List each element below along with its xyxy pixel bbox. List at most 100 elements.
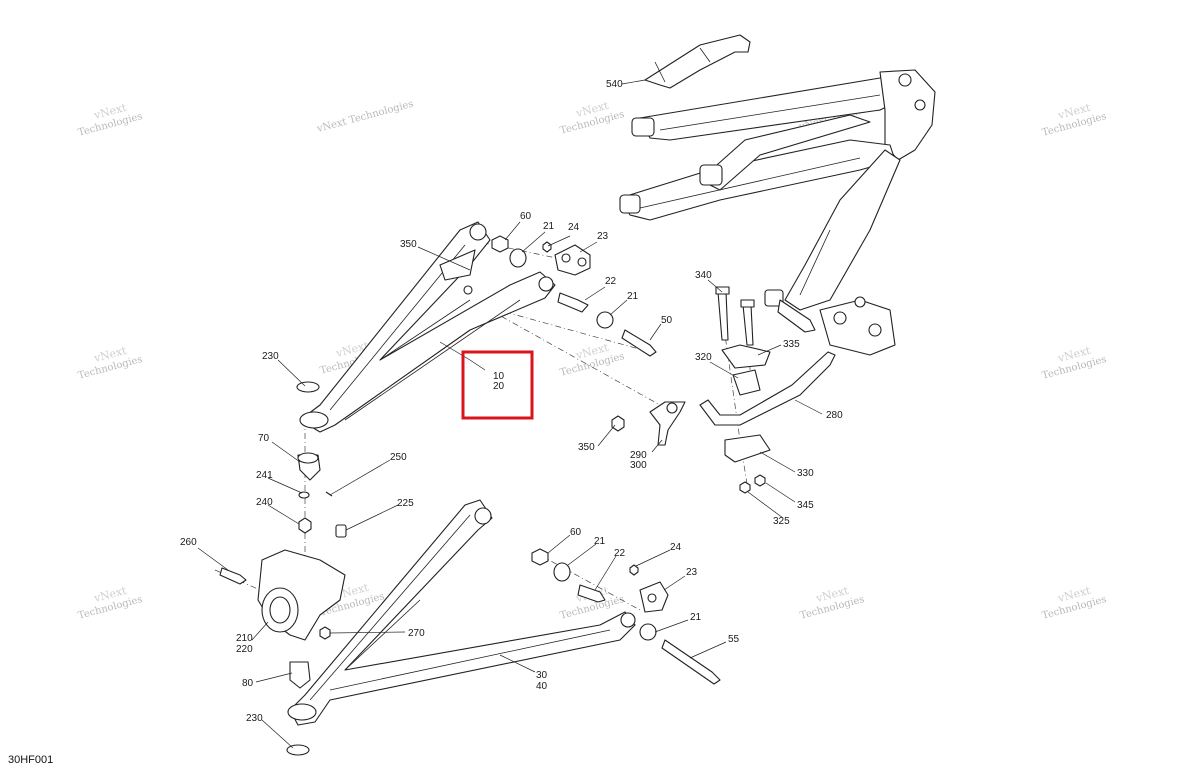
circlip-230b	[286, 744, 310, 756]
callout: 210	[236, 633, 253, 644]
watermark: vNext Technologies	[1041, 101, 1108, 139]
watermark: vNext Technologies	[1041, 344, 1108, 382]
circlip-230	[296, 381, 320, 393]
watermark: vNext Technologies	[77, 101, 144, 139]
watermark: vNext Technologies	[559, 341, 626, 379]
upper-a-arm-body	[299, 221, 556, 433]
nut-240	[298, 517, 312, 534]
frame-node	[879, 69, 936, 161]
bolt-55	[661, 639, 721, 685]
bolt-340	[717, 291, 729, 341]
bolt-50	[621, 329, 657, 357]
callout-highlight-line2: 20	[493, 381, 505, 392]
knuckle-assembly	[219, 381, 347, 756]
callout: 230	[246, 713, 263, 724]
callout: 250	[390, 452, 407, 463]
frame-cross-tube	[699, 114, 871, 191]
callout: 30	[536, 670, 548, 681]
spacer-225	[335, 524, 347, 538]
callout: 21	[594, 536, 606, 547]
clamp-330	[724, 434, 771, 463]
nut-24b	[629, 564, 639, 576]
nut-325	[739, 481, 751, 494]
callout: 21	[627, 291, 639, 302]
callout: 230	[262, 351, 279, 362]
lower-a-arm-body	[289, 499, 636, 726]
sway-bar-bushing-320	[732, 369, 761, 396]
washer-241	[298, 491, 310, 499]
callout: 225	[397, 498, 414, 509]
ball-joint-80	[289, 661, 311, 689]
watermark: vNext Technologies	[559, 584, 626, 622]
watermark: vNext Technologies	[559, 99, 626, 137]
bolt-260	[219, 567, 247, 585]
leader-lines	[197, 79, 823, 749]
callout: 24	[670, 542, 682, 553]
bushing-21	[596, 311, 614, 329]
callout: 24	[568, 222, 580, 233]
upper-a-arm	[299, 221, 556, 433]
nut-270	[319, 626, 331, 640]
sleeve-22b	[577, 584, 606, 603]
callout-labels: 540 60 21 24 23 350 22 21 50 230 340 320…	[180, 79, 843, 724]
callout: 241	[256, 470, 273, 481]
bolt-340b	[742, 304, 754, 346]
axis-line	[539, 554, 641, 611]
watermark: vNext Technologies	[315, 99, 415, 136]
callout: 21	[690, 612, 702, 623]
frame-upper-tube	[639, 71, 916, 141]
sway-bar-280	[699, 351, 836, 426]
frame-down-tube	[784, 149, 901, 311]
callout: 325	[773, 516, 790, 527]
bushing-21	[509, 248, 527, 268]
bracket-335	[721, 344, 771, 369]
nut-24	[542, 241, 552, 253]
washer-plate-23	[554, 244, 591, 276]
callout: 22	[614, 548, 626, 559]
callout: 340	[695, 270, 712, 281]
callout: 290	[630, 450, 647, 461]
callout: 350	[578, 442, 595, 453]
sway-bar-end-bracket	[819, 299, 896, 356]
lower-arm-hardware	[531, 548, 721, 685]
callout: 22	[605, 276, 617, 287]
callout: 270	[408, 628, 425, 639]
callout-highlight-line1: 10	[493, 371, 505, 382]
callout: 335	[783, 339, 800, 350]
callout: 60	[570, 527, 582, 538]
callout: 80	[242, 678, 254, 689]
cotter-pin-250	[325, 491, 333, 497]
sway-link-290	[649, 401, 686, 446]
callout: 350	[400, 239, 417, 250]
bushing-60	[491, 235, 509, 253]
watermark: vNext Technologies	[77, 584, 144, 622]
callout: 300	[630, 460, 647, 471]
part-540-brace	[644, 34, 751, 89]
watermark: vNext Technologies	[799, 584, 866, 622]
highlighted-callout[interactable]: 10 20	[461, 350, 534, 420]
callout: 40	[536, 681, 548, 692]
callout: 220	[236, 644, 253, 655]
watermark: vNext Technologies	[77, 344, 144, 382]
callout: 345	[797, 500, 814, 511]
axis-line	[214, 569, 261, 591]
callout: 260	[180, 537, 197, 548]
callout: 70	[258, 433, 270, 444]
axis-line	[469, 239, 591, 266]
axis-line	[739, 439, 749, 491]
callout: 240	[256, 497, 273, 508]
callout: 330	[797, 468, 814, 479]
frame-subassembly	[619, 34, 936, 356]
callout: 320	[695, 352, 712, 363]
bushing-21c	[639, 623, 657, 641]
watermark: vNext Technologies	[1041, 584, 1108, 622]
highlight-box[interactable]	[461, 350, 534, 420]
callout: 23	[597, 231, 609, 242]
callout: 23	[686, 567, 698, 578]
bolt-345	[754, 474, 766, 487]
callout: 280	[826, 410, 843, 421]
callout: 540	[606, 79, 623, 90]
upper-arm-hardware	[491, 235, 657, 357]
nut-350	[611, 415, 625, 432]
